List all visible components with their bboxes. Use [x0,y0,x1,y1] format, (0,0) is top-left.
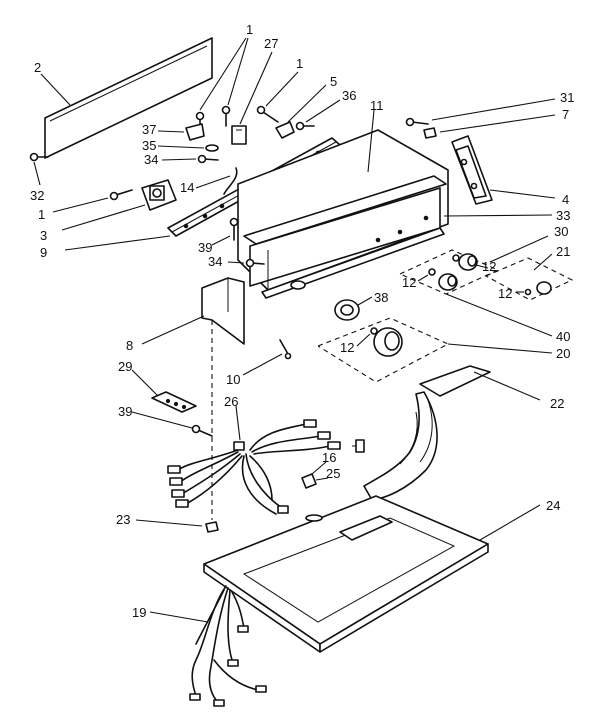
knob-21 [536,281,552,295]
part-37 [185,123,205,141]
callout-5: 5 [330,74,337,89]
callout-4: 4 [562,192,569,207]
connector-26 [233,441,245,451]
control-console [237,129,449,299]
callout-35: 35 [142,138,156,153]
screw-31 [405,117,429,127]
screw-1-left [109,189,133,201]
callout-34b: 34 [208,254,222,269]
knob-40-a [438,273,458,291]
callout-32: 32 [30,188,44,203]
end-cap [451,135,493,205]
callout-12d: 12 [340,340,354,355]
callout-16: 16 [322,450,336,465]
callout-38: 38 [374,290,388,305]
knob-bezel-38 [334,299,360,321]
screw-39-upper [229,217,239,241]
screw-39-lower [191,424,213,437]
knob-20 [373,327,403,357]
clip-23 [205,521,219,533]
callout-39b: 39 [118,404,132,419]
callout-1a: 1 [246,22,253,37]
part-35 [205,144,219,152]
callout-12b: 12 [482,259,496,274]
callout-7: 7 [562,107,569,122]
screw-1-top-c [256,105,279,123]
top-cover-24 [203,495,489,653]
callout-9: 9 [40,245,47,260]
callout-31: 31 [560,90,574,105]
callout-3: 3 [40,228,47,243]
knob-40-b [458,253,478,271]
callout-19: 19 [132,605,146,620]
callout-39a: 39 [198,240,212,255]
callout-12a: 12 [402,275,416,290]
callout-labels: 1 1 1 2 3 4 5 7 8 9 10 11 12 12 12 12 14… [30,22,574,620]
clip-7 [423,127,437,139]
callout-40: 40 [556,329,570,344]
callout-10: 10 [226,372,240,387]
callout-24: 24 [546,498,560,513]
callout-27: 27 [264,36,278,51]
callout-21: 21 [556,244,570,259]
callout-26: 26 [224,394,238,409]
part-16-25 [301,439,365,489]
callout-2: 2 [34,60,41,75]
switch-27 [231,125,247,145]
callout-37: 37 [142,122,156,137]
callout-1b: 1 [296,56,303,71]
callout-23: 23 [116,512,130,527]
callout-11: 11 [370,98,384,113]
clip-12-lower [370,327,378,335]
duct-22 [363,365,491,501]
callout-14: 14 [180,180,194,195]
side-trim-8 [201,277,245,345]
back-trim-panel [44,37,213,159]
callout-36: 36 [342,88,356,103]
wire-harness [167,419,341,515]
clip-12-a [428,268,436,276]
callout-30: 30 [554,224,568,239]
callout-33: 33 [556,208,570,223]
callout-12c: 12 [498,286,512,301]
clip-12-b [452,254,460,262]
callout-25: 25 [326,466,340,481]
callout-8: 8 [126,338,133,353]
screw-10 [279,339,292,360]
screw-34-top [197,154,219,164]
screw-32 [29,152,49,162]
part-5 [275,121,295,139]
screw-1-top-b [221,105,231,127]
terminal-block-29 [151,391,197,413]
timer-switch [141,179,177,211]
callout-29: 29 [118,359,132,374]
callout-22: 22 [550,396,564,411]
callout-1c: 1 [38,207,45,222]
callout-34a: 34 [144,152,158,167]
callout-20: 20 [556,346,570,361]
screw-36 [295,121,315,131]
screw-34-lower [245,258,265,268]
wire-harness-19 [189,585,267,707]
